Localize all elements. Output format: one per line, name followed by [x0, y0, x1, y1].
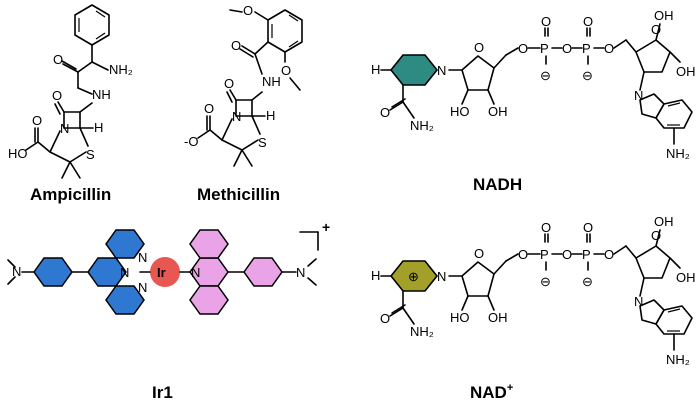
ampicillin-ring-n-label: N: [60, 121, 69, 136]
nad-plus-p1-label: P: [540, 247, 549, 262]
ir1-right-phenyl-ring: [243, 257, 283, 287]
nadh-pyridine-n-label: N: [437, 63, 446, 78]
nad-plus-name: NAD+: [470, 382, 513, 402]
nadh-adenine-nh2-label: NH₂: [666, 146, 690, 161]
nad-plus-ribose2-o-label: O: [651, 228, 661, 243]
ir1-name: Ir1: [152, 383, 173, 402]
methicillin-ring-n-label: N: [232, 109, 241, 124]
nad-plus-adenine-n-label: N: [634, 294, 643, 309]
nadh-p2-label: P: [582, 41, 591, 56]
nad-plus-p2-o-top-label: O: [583, 220, 593, 235]
methicillin-nh-label: NH: [262, 74, 281, 89]
nadh-amide-nh2-label: NH₂: [410, 118, 434, 133]
ir1-left-lower-pyridine: [105, 285, 145, 315]
methicillin-methoxy-side-o-label: O: [281, 63, 291, 78]
ampicillin-s-label: S: [86, 147, 95, 162]
nadh-adenine-n-label: N: [634, 88, 643, 103]
nad-plus-structure: H ⊕ N O NH₂ O HO OH O P O ⊖ O P O ⊖: [371, 214, 696, 402]
ir1-charge-label: +: [322, 219, 330, 235]
ir1-right-lower-phenyl: [189, 285, 229, 315]
ir1-right-amine-n-label: N: [296, 265, 305, 280]
nadh-structure: H N O NH₂ O HO OH O P O ⊖ O P O ⊖: [371, 8, 696, 194]
ir1-left-amine-n-label: N: [12, 264, 21, 279]
nadh-minus1-label: ⊖: [540, 68, 551, 83]
methicillin-s-label: S: [258, 135, 267, 150]
methicillin-methoxy-top-o-label: O: [243, 3, 253, 18]
ir1-structure: N N N N Ir N N + Ir1: [7, 219, 330, 402]
nad-plus-ribose-o-label: O: [474, 246, 484, 261]
nadh-link1-o-label: O: [518, 41, 528, 56]
ir1-left-phenyl-ring: [33, 257, 73, 287]
ampicillin-amide-o-label: O: [53, 52, 63, 67]
ir1-metal-label: Ir: [157, 265, 166, 280]
nadh-p2-o-top-label: O: [583, 14, 593, 29]
ir1-left-upper-pyridine: [105, 229, 145, 259]
ampicillin-lactam-o-label: O: [52, 88, 62, 103]
nad-plus-minus2-label: ⊖: [582, 274, 593, 289]
nadh-oh1-label: OH: [488, 104, 508, 119]
ampicillin-structure: NH₂ O NH O N H S O HO Ampicillin: [8, 4, 133, 204]
ir1-n-central-right-label: N: [191, 265, 200, 280]
ampicillin-name: Ampicillin: [30, 185, 111, 204]
nadh-bridge-o-label: O: [562, 41, 572, 56]
nad-plus-charge: +: [507, 382, 513, 394]
ampicillin-h-label: H: [94, 120, 103, 135]
nad-plus-bridge-o-label: O: [562, 247, 572, 262]
nadh-ribose2-o-label: O: [651, 22, 661, 37]
nad-plus-ho1-label: HO: [450, 310, 470, 325]
nad-plus-name-base: NAD: [470, 383, 507, 402]
nad-plus-minus1-label: ⊖: [540, 274, 551, 289]
methicillin-h-label: H: [266, 108, 275, 123]
methicillin-name: Methicillin: [197, 185, 280, 204]
ir1-right-upper-phenyl: [189, 229, 229, 259]
nad-plus-p1-o-top-label: O: [541, 220, 551, 235]
nad-plus-amide-nh2-label: NH₂: [410, 324, 434, 339]
nadh-dihydropyridine-ring: [389, 54, 439, 86]
nadh-ribose-o-label: O: [474, 40, 484, 55]
nad-plus-oh3-label: OH: [676, 270, 696, 285]
nadh-p1-label: P: [540, 41, 549, 56]
ir1-n-upper-left-label: N: [138, 250, 147, 265]
nadh-h-label: H: [371, 62, 380, 77]
nadh-amide-o-label: O: [380, 105, 390, 120]
ampicillin-amide-nh-label: NH: [92, 87, 111, 102]
nad-plus-p2-label: P: [582, 247, 591, 262]
ampicillin-acid-o-label: O: [32, 113, 42, 128]
nad-plus-amide-o-label: O: [380, 311, 390, 326]
methicillin-carboxylate-o-label: O: [204, 101, 214, 116]
nadh-oh2-label: OH: [654, 8, 674, 23]
nadh-link2-o-label: O: [604, 41, 614, 56]
ampicillin-ho-label: HO: [8, 146, 28, 161]
nadh-name: NADH: [473, 175, 522, 194]
nad-plus-pyridine-n-label: N: [437, 269, 446, 284]
ir1-iridium-center: [150, 257, 180, 287]
methicillin-o-minus-label: -O: [184, 134, 198, 149]
methicillin-structure: O O O NH O N H S O -O Met: [184, 3, 303, 204]
nad-plus-positive-label: ⊕: [408, 269, 419, 284]
nad-plus-h-label: H: [371, 268, 380, 283]
ir1-left-central-pyridine: [87, 257, 127, 287]
nad-plus-adenine-nh2-label: NH₂: [666, 352, 690, 367]
nadh-oh3-label: OH: [676, 64, 696, 79]
nadh-p1-o-top-label: O: [541, 14, 551, 29]
ir1-n-lower-left-label: N: [138, 280, 147, 295]
nadh-minus2-label: ⊖: [582, 68, 593, 83]
ir1-n-central-left-label: N: [120, 265, 129, 280]
ampicillin-nh2-label: NH₂: [109, 62, 133, 77]
methicillin-lactam-o-label: O: [224, 76, 234, 91]
methicillin-amide-o-label: O: [231, 38, 241, 53]
nad-plus-oh2-label: OH: [654, 214, 674, 229]
nad-plus-link1-o-label: O: [518, 247, 528, 262]
nad-plus-link2-o-label: O: [604, 247, 614, 262]
nad-plus-oh1-label: OH: [488, 310, 508, 325]
nadh-ho1-label: HO: [450, 104, 470, 119]
